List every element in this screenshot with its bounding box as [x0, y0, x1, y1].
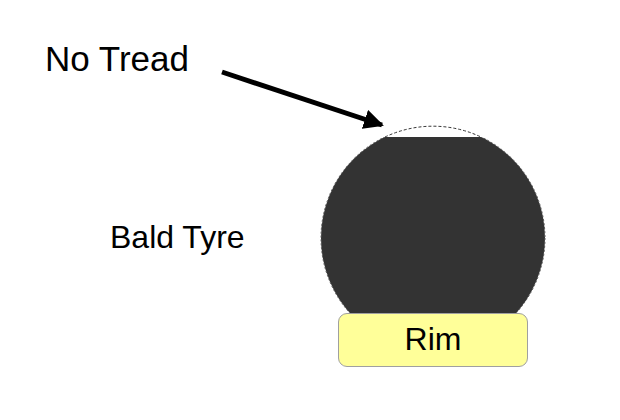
rim-box: Rim [338, 313, 528, 367]
worn-area [292, 92, 582, 137]
pointer-arrow [222, 72, 382, 125]
tread-label: No Tread [45, 40, 189, 79]
missing-tread-outline [385, 126, 481, 137]
tyre-label: Bald Tyre [110, 220, 245, 255]
rim-label: Rim [405, 322, 462, 357]
